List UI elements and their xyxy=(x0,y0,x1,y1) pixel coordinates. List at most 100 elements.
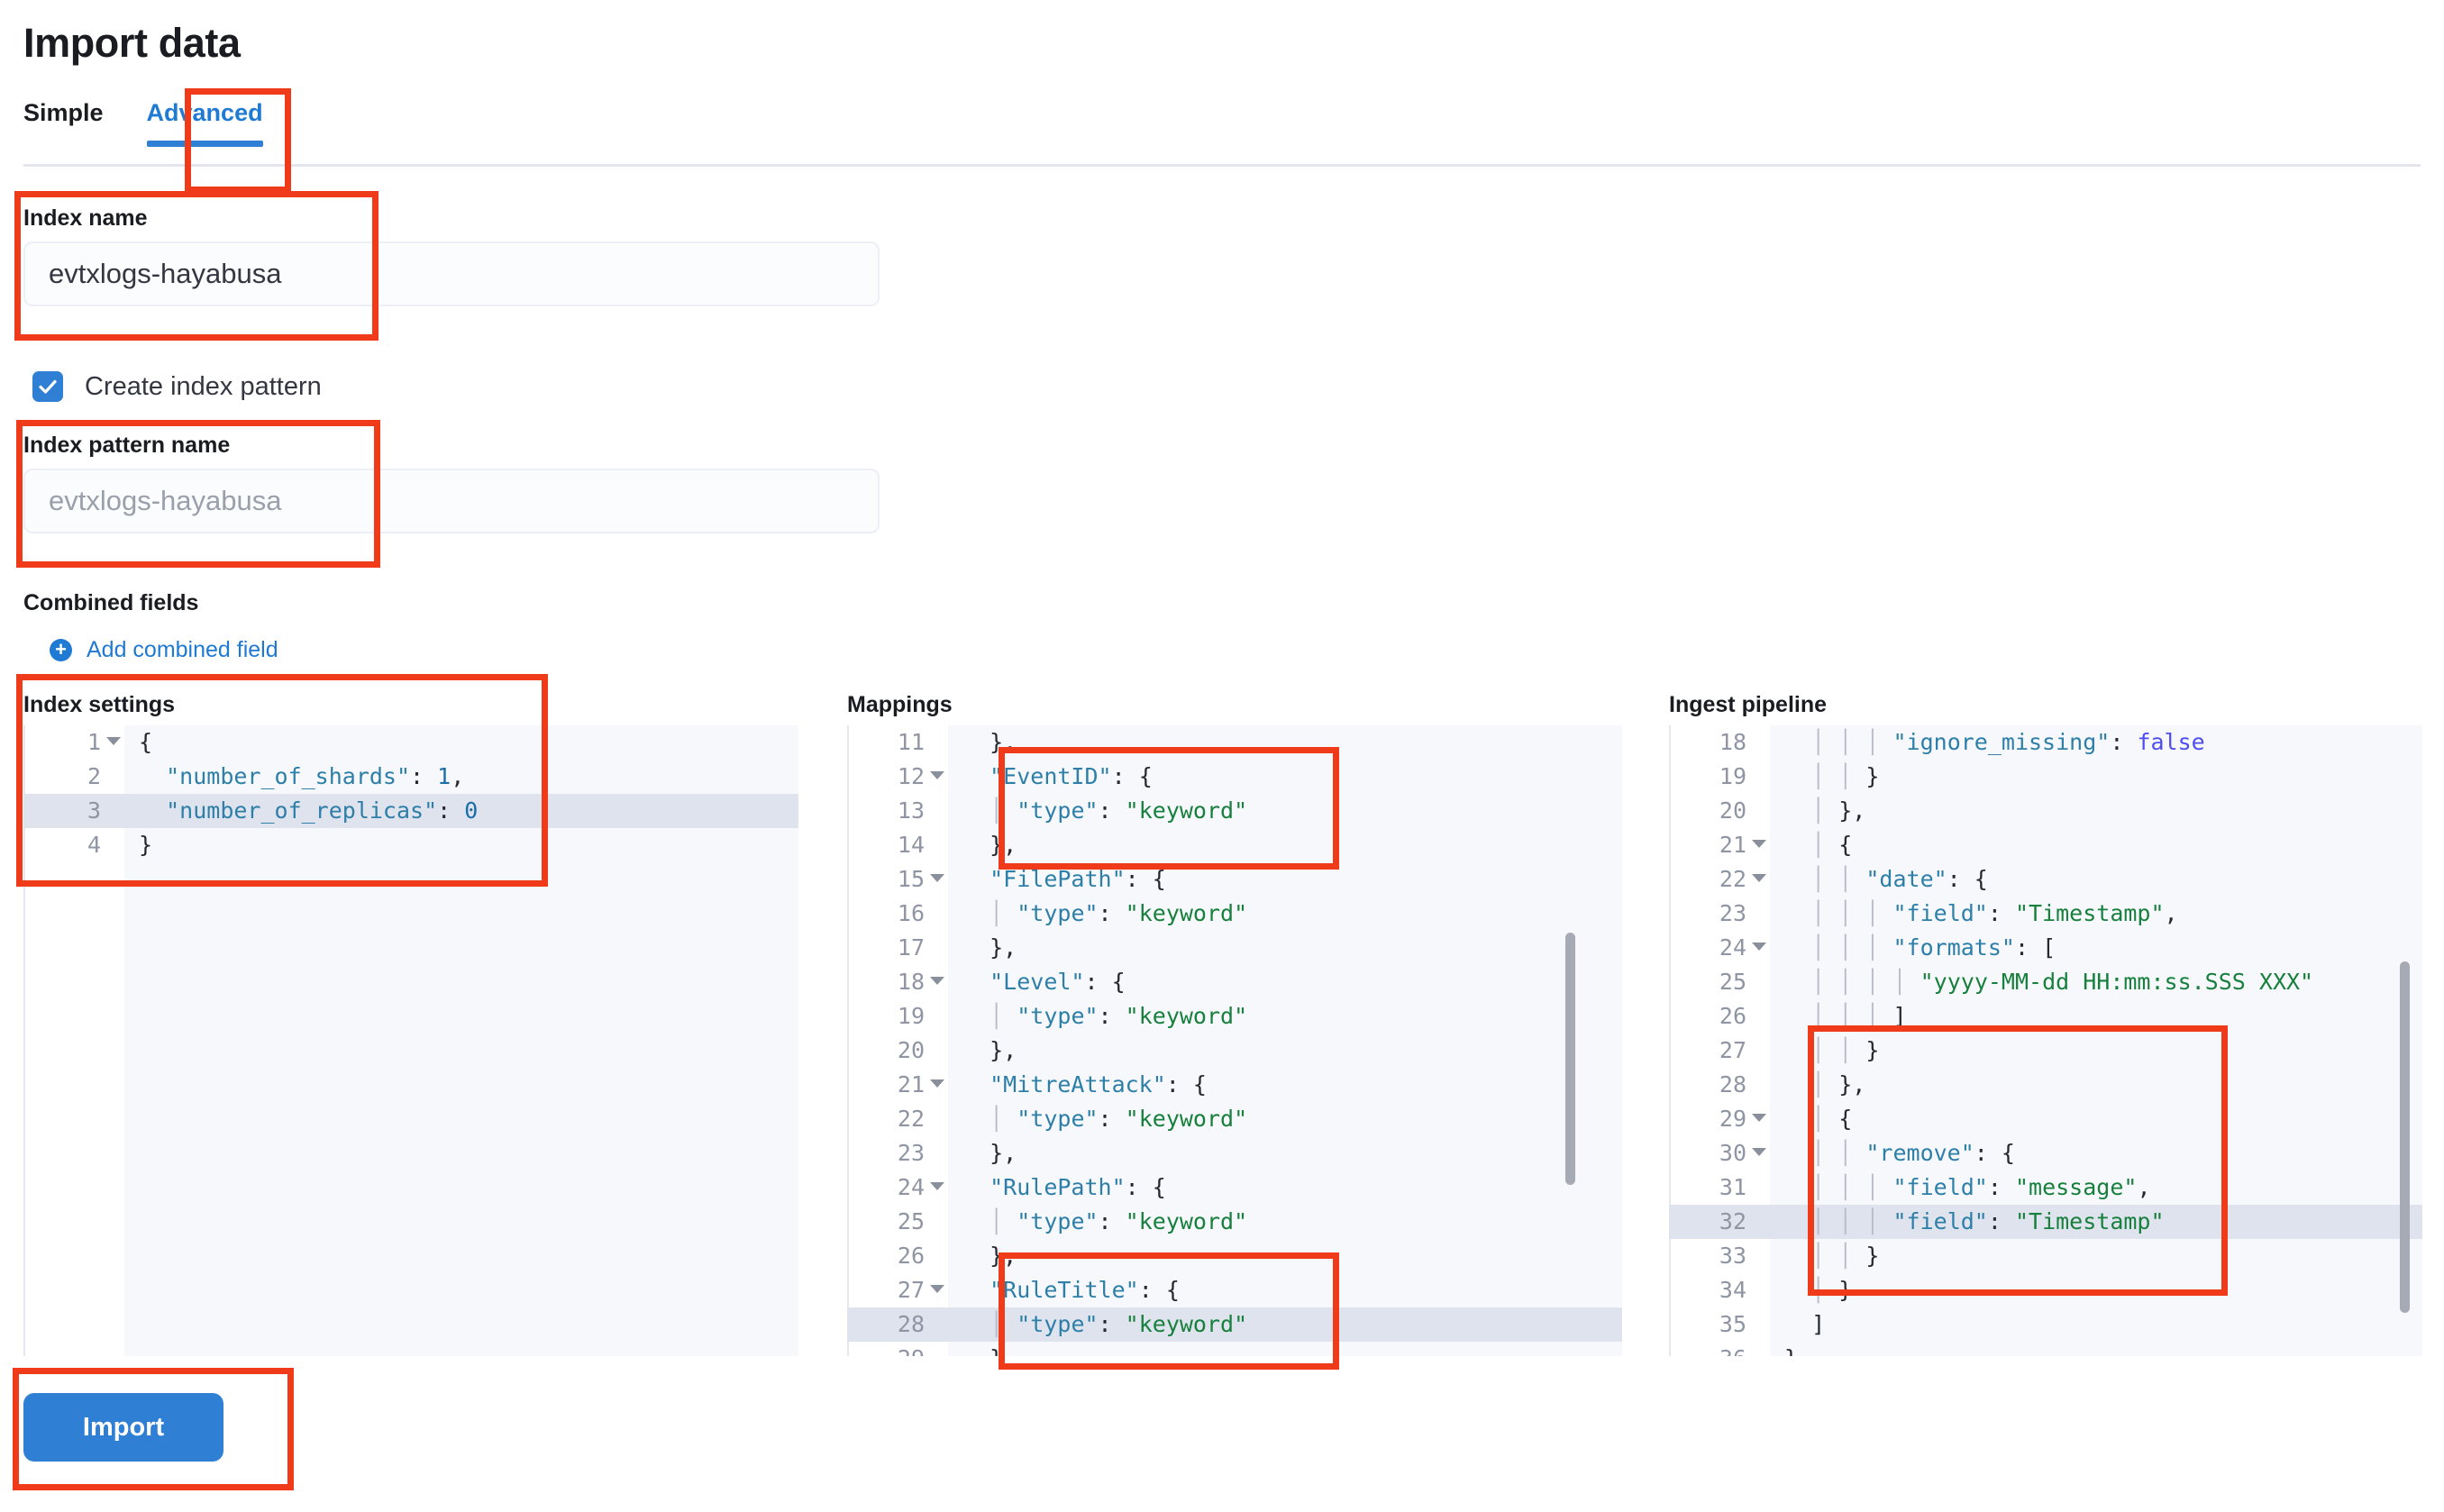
line-number: 19 xyxy=(1719,763,1746,789)
code-line: 25 │ "type": "keyword" xyxy=(847,1205,1622,1239)
tab-bar: Simple Advanced xyxy=(23,99,306,147)
page-title: Import data xyxy=(23,20,241,66)
tab-simple[interactable]: Simple xyxy=(23,99,104,126)
fold-chevron-icon[interactable] xyxy=(1752,874,1766,882)
fold-chevron-icon[interactable] xyxy=(930,771,944,779)
code-line: 36} xyxy=(1669,1342,2422,1356)
code-text: }, xyxy=(989,1037,1017,1063)
line-number: 23 xyxy=(897,1140,925,1166)
code-text: │ │ │ "formats": [ xyxy=(1811,934,2056,961)
code-line: 12 "EventID": { xyxy=(847,760,1622,794)
code-line: 18 │ │ │ "ignore_missing": false xyxy=(1669,725,2422,760)
line-number: 32 xyxy=(1719,1208,1746,1234)
fold-chevron-icon[interactable] xyxy=(930,977,944,985)
combined-fields-label: Combined fields xyxy=(23,590,199,615)
line-number: 3 xyxy=(87,797,101,824)
index-name-input[interactable]: evtxlogs-hayabusa xyxy=(23,241,880,306)
create-index-pattern-row[interactable]: Create index pattern xyxy=(32,371,322,402)
code-text: } xyxy=(139,832,153,858)
code-line: 31 │ │ │ "field": "message", xyxy=(1669,1170,2422,1205)
line-number: 25 xyxy=(897,1208,925,1234)
gutter-background xyxy=(1669,725,1770,1356)
fold-chevron-icon[interactable] xyxy=(1752,1148,1766,1156)
add-combined-field-button[interactable]: + Add combined field xyxy=(50,637,278,663)
code-line: 26 │ │ │ ] xyxy=(1669,999,2422,1034)
fold-chevron-icon[interactable] xyxy=(1752,1114,1766,1122)
fold-chevron-icon[interactable] xyxy=(930,1079,944,1088)
code-line: 17 }, xyxy=(847,931,1622,965)
code-text: }, xyxy=(989,832,1017,858)
editor-left-rule xyxy=(23,725,25,1356)
mappings-editor[interactable]: 11 },12 "EventID": {13 │ "type": "keywor… xyxy=(847,725,1622,1356)
code-line: 4} xyxy=(23,828,798,862)
code-line: 26 }, xyxy=(847,1239,1622,1273)
code-line: 22 │ │ "date": { xyxy=(1669,862,2422,897)
gutter-background xyxy=(23,725,124,1356)
fold-chevron-icon[interactable] xyxy=(930,874,944,882)
line-number: 25 xyxy=(1719,969,1746,995)
line-number: 20 xyxy=(897,1037,925,1063)
code-line: 11 }, xyxy=(847,725,1622,760)
code-line: 32 │ │ │ "field": "Timestamp" xyxy=(1669,1205,2422,1239)
fold-chevron-icon[interactable] xyxy=(106,737,121,745)
editor-left-rule xyxy=(847,725,849,1356)
code-text: │ │ │ ] xyxy=(1811,1003,1907,1029)
code-text: "number_of_replicas": 0 xyxy=(166,797,479,824)
import-button[interactable]: Import xyxy=(23,1393,223,1462)
code-line: 13 │ "type": "keyword" xyxy=(847,794,1622,828)
ingest-pipeline-scrollbar[interactable] xyxy=(2400,961,2410,1313)
line-number: 22 xyxy=(1719,866,1746,892)
line-number: 1 xyxy=(87,729,101,755)
index-pattern-name-input[interactable]: evtxlogs-hayabusa xyxy=(23,469,880,533)
code-text: "Level": { xyxy=(989,969,1126,995)
tab-divider xyxy=(23,164,2421,167)
line-number: 24 xyxy=(1719,934,1746,961)
add-combined-field-label: Add combined field xyxy=(87,637,278,662)
line-number: 26 xyxy=(1719,1003,1746,1029)
code-text: "EventID": { xyxy=(989,763,1153,789)
code-text: │ "type": "keyword" xyxy=(989,1208,1248,1234)
code-line: 33 │ │ } xyxy=(1669,1239,2422,1273)
line-number: 19 xyxy=(897,1003,925,1029)
code-line: 23 │ │ │ "field": "Timestamp", xyxy=(1669,897,2422,931)
code-line: 21 "MitreAttack": { xyxy=(847,1068,1622,1102)
fold-chevron-icon[interactable] xyxy=(1752,943,1766,951)
line-number: 2 xyxy=(87,763,101,789)
code-text: │ "type": "keyword" xyxy=(989,1311,1248,1337)
fold-chevron-icon[interactable] xyxy=(1752,840,1766,848)
code-line: 18 "Level": { xyxy=(847,965,1622,999)
code-line: 27 "RuleTitle": { xyxy=(847,1273,1622,1307)
code-line: 20 }, xyxy=(847,1034,1622,1068)
editor-rows: 18 │ │ │ "ignore_missing": false 19 │ │ }… xyxy=(1669,725,2422,1356)
line-number: 13 xyxy=(897,797,925,824)
code-line: 25 │ │ │ │ "yyyy-MM-dd HH:mm:ss.SSS XXX" xyxy=(1669,965,2422,999)
code-line: 20 │ }, xyxy=(1669,794,2422,828)
fold-chevron-icon[interactable] xyxy=(930,1285,944,1293)
code-text: │ │ } xyxy=(1811,1037,1880,1063)
code-line: 24 "RulePath": { xyxy=(847,1170,1622,1205)
code-text: }, xyxy=(989,1140,1017,1166)
code-text: │ │ │ "field": "Timestamp" xyxy=(1811,1208,2165,1234)
index-settings-editor[interactable]: 1{2 "number_of_shards": 1,3 "number_of_r… xyxy=(23,725,798,1356)
fold-chevron-icon[interactable] xyxy=(930,1182,944,1190)
code-line: 29 }, xyxy=(847,1342,1622,1356)
ingest-pipeline-editor[interactable]: 18 │ │ │ "ignore_missing": false 19 │ │ }… xyxy=(1669,725,2422,1356)
code-line: 30 │ │ "remove": { xyxy=(1669,1136,2422,1170)
line-number: 16 xyxy=(897,900,925,926)
code-text: "MitreAttack": { xyxy=(989,1071,1207,1098)
code-line: 19 │ "type": "keyword" xyxy=(847,999,1622,1034)
line-number: 27 xyxy=(1719,1037,1746,1063)
line-number: 4 xyxy=(87,832,101,858)
code-line: 34 │ } xyxy=(1669,1273,2422,1307)
code-text: │ { xyxy=(1811,832,1853,858)
code-text: ] xyxy=(1811,1311,1826,1337)
create-index-pattern-checkbox[interactable] xyxy=(32,371,63,402)
code-line: 22 │ "type": "keyword" xyxy=(847,1102,1622,1136)
code-text: │ │ │ "field": "message", xyxy=(1811,1174,2151,1200)
mappings-scrollbar[interactable] xyxy=(1565,933,1575,1185)
line-number: 28 xyxy=(1719,1071,1746,1098)
code-line: 28 │ "type": "keyword" xyxy=(847,1307,1622,1342)
tab-advanced[interactable]: Advanced xyxy=(146,99,263,147)
line-number: 28 xyxy=(897,1311,925,1337)
line-number: 35 xyxy=(1719,1311,1746,1337)
